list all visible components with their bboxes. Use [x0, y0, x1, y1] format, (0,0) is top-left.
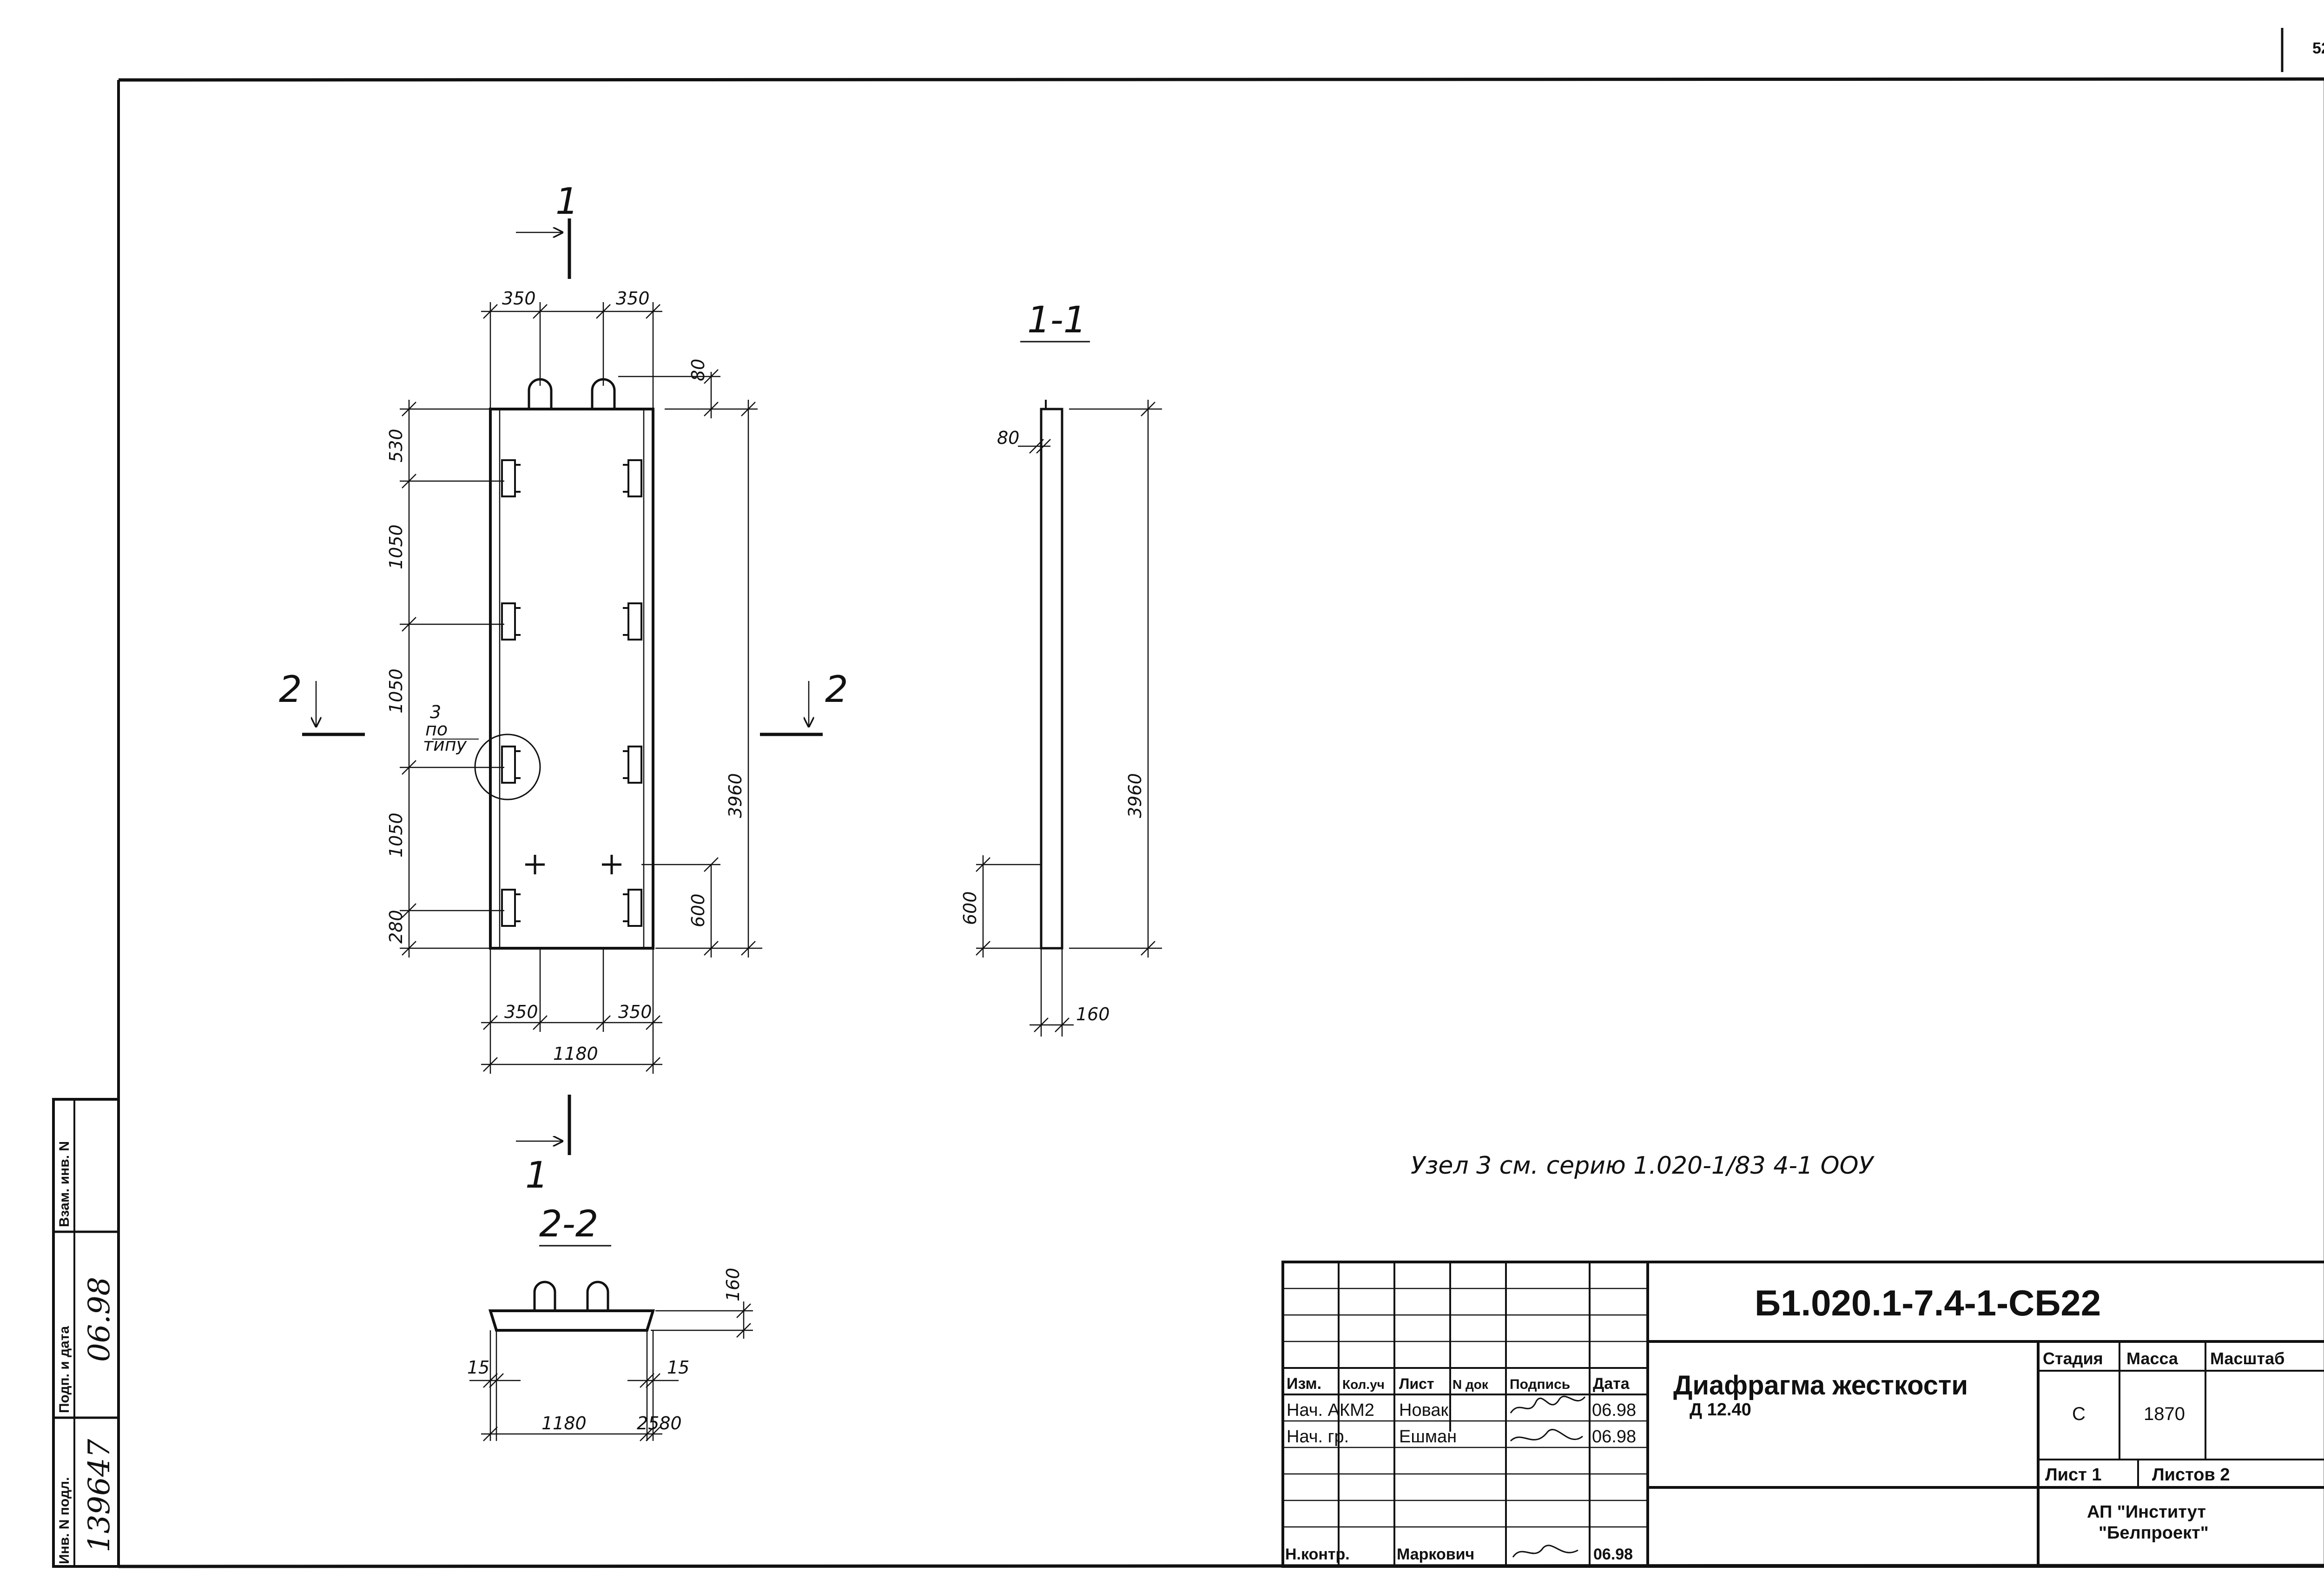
side-sign-value: 06.98 — [82, 1277, 117, 1362]
scale-label: Масштаб — [2210, 1349, 2284, 1368]
embedded-plates-left — [501, 459, 521, 927]
sheets-label: Листов 2 — [2152, 1465, 2230, 1485]
section-2-dim-15-right: 15 — [667, 1357, 689, 1378]
section-arrows — [316, 232, 809, 1141]
dim-top-left: 350 — [502, 288, 536, 309]
sheet-frame — [117, 28, 2324, 1568]
dim-left-1050-a: 1050 — [386, 524, 406, 569]
section-1-dim-80: 80 — [997, 428, 1019, 448]
node-reference-note: Узел 3 см. серию 1.020-1/83 4-1 ООУ — [1411, 1152, 1875, 1180]
section-2-dim-2580: 2580 — [637, 1413, 682, 1433]
header-kol: Кол.уч — [1342, 1377, 1385, 1392]
dim-bottom-left: 350 — [504, 1002, 538, 1022]
row2-role: Нач. гр. — [1287, 1427, 1349, 1447]
side-sign-label: Подп. и дата — [57, 1326, 72, 1413]
row3-name: Маркович — [1397, 1546, 1474, 1563]
header-doc: N док — [1452, 1377, 1489, 1392]
dim-right-600: 600 — [688, 893, 708, 927]
section-2-dim-1180: 1180 — [541, 1413, 587, 1433]
dim-right-3960: 3960 — [725, 773, 746, 818]
section-2-view — [469, 1245, 753, 1441]
dim-left-280: 280 — [386, 910, 406, 944]
row1-role: Нач. АКМ2 — [1287, 1400, 1374, 1420]
dim-right — [618, 369, 762, 958]
stage-value: С — [2072, 1404, 2086, 1424]
side-stamp — [52, 1098, 120, 1568]
org-line-2: "Белпроект" — [2099, 1523, 2209, 1543]
main-view — [302, 218, 823, 1155]
page-number: 52 — [2312, 40, 2324, 57]
side-inv-value: 139647 — [82, 1439, 117, 1552]
cut-label-top: 1 — [555, 181, 579, 223]
dim-bottom-right: 350 — [618, 1002, 652, 1022]
header-sign: Подпись — [1510, 1377, 1570, 1392]
drawing-title: Диафрагма жесткости — [1673, 1370, 1968, 1400]
dim-bottom-total: 1180 — [553, 1044, 598, 1064]
stage-label: Стадия — [2043, 1349, 2103, 1368]
callout-text-1: по — [425, 719, 448, 740]
callout-number: 3 — [430, 702, 441, 722]
section-1-dim-160: 160 — [1076, 1004, 1110, 1024]
section-2-title: 2-2 — [539, 1203, 598, 1245]
section-2-slab — [488, 1309, 655, 1332]
panel-outline — [489, 408, 654, 950]
mass-value: 1870 — [2144, 1404, 2185, 1424]
side-inv-label: Инв. N подл. — [57, 1477, 72, 1564]
section-2-dim-15-left: 15 — [467, 1357, 489, 1378]
dim-left-chain — [400, 400, 504, 958]
callout-text-2: типу — [423, 734, 467, 755]
signatures — [1510, 1395, 1586, 1558]
embedded-plates-right — [623, 459, 642, 927]
section-1-dim-600: 600 — [960, 891, 980, 925]
dim-top-right: 350 — [616, 288, 650, 309]
dim-top — [481, 302, 662, 409]
dim-left-1050-c: 1050 — [386, 813, 406, 858]
section-1-title: 1-1 — [1027, 299, 1086, 341]
section-marks — [302, 218, 823, 1155]
section-2-dim-160: 160 — [723, 1268, 743, 1301]
dim-left-530: 530 — [386, 429, 406, 462]
row1-name: Новак — [1399, 1400, 1448, 1420]
title-block — [1281, 1261, 2324, 1568]
dim-top-offset: 80 — [688, 359, 708, 381]
row3-role: Н.контр. — [1285, 1546, 1350, 1563]
row1-date: 06.98 — [1592, 1400, 1636, 1420]
org-line-1: АП "Институт — [2087, 1502, 2206, 1522]
mass-label: Масса — [2126, 1349, 2179, 1368]
row2-name: Ешман — [1399, 1427, 1457, 1447]
dim-left-1050-b: 1050 — [386, 668, 406, 713]
dim-bottom — [481, 948, 662, 1074]
mounting-crosses — [525, 855, 621, 874]
cut-label-bottom: 1 — [525, 1155, 548, 1196]
row3-date: 06.98 — [1593, 1546, 1633, 1563]
cut-label-right: 2 — [825, 669, 848, 711]
side-swap-label: Взам. инв. N — [57, 1141, 72, 1227]
sheet-label: Лист 1 — [2045, 1465, 2101, 1485]
section-1-dim-3960: 3960 — [1125, 773, 1145, 818]
header-date: Дата — [1593, 1375, 1630, 1393]
header-izm: Изм. — [1287, 1375, 1321, 1393]
drawing-subtitle: Д 12.40 — [1690, 1400, 1751, 1420]
section-1-slab — [1040, 408, 1063, 950]
header-list: Лист — [1399, 1375, 1434, 1392]
section-1-view — [976, 341, 1162, 1037]
cut-label-left: 2 — [279, 669, 302, 711]
drawing-code: Б1.020.1-7.4-1-СБ22 — [1755, 1282, 2101, 1323]
row2-date: 06.98 — [1592, 1427, 1636, 1447]
